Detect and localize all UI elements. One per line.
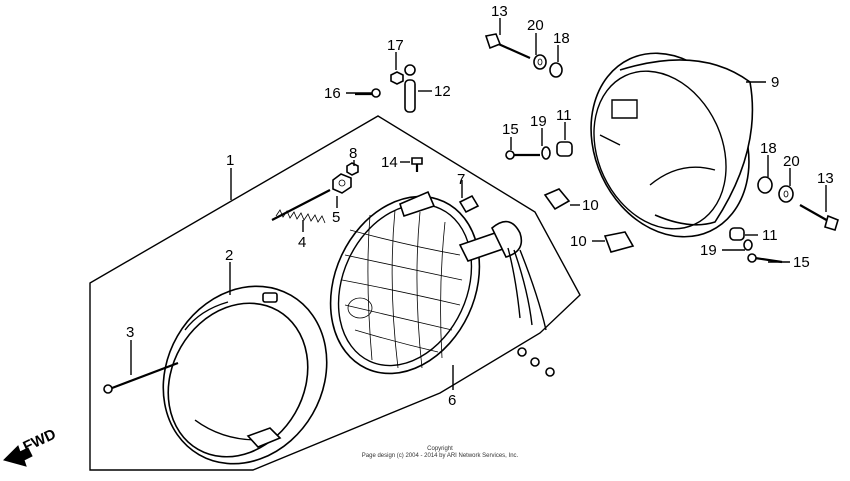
grommet-11-mid: [556, 141, 573, 157]
callout-19-b: 19: [700, 242, 717, 259]
grommet-11-right: [729, 227, 745, 241]
forward-direction-indicator: FWD: [3, 426, 59, 467]
callout-10-a: 10: [582, 197, 599, 214]
wire-clip: [458, 194, 480, 214]
callout-10-b: 10: [570, 233, 587, 250]
callout-11-b: 11: [762, 227, 778, 244]
sealed-beam-unit: [329, 190, 555, 377]
headlight-rim: [162, 285, 328, 465]
collar-pipe: [404, 64, 416, 113]
callout-5: 5: [332, 209, 340, 226]
callout-11-a: 11: [556, 107, 572, 124]
callout-8: 8: [349, 145, 357, 162]
callout-16: 16: [324, 85, 341, 102]
washer-20-top: [533, 54, 547, 70]
callout-18-a: 18: [553, 30, 570, 47]
callout-15-a: 15: [502, 121, 519, 138]
leader-lines: [130, 18, 827, 390]
copyright-line-2: Page design (c) 2004 - 2014 by ARI Netwo…: [361, 453, 519, 459]
nut-18-top: [549, 62, 563, 78]
bolt-15-right: [747, 253, 783, 264]
callout-1: 1: [226, 152, 234, 169]
headlight-case: [590, 52, 754, 238]
bolt-13-top: [484, 33, 531, 60]
callout-3: 3: [126, 324, 134, 341]
washer-19-right: [743, 239, 753, 251]
callout-18-b: 18: [760, 140, 777, 157]
bolt-15-mid: [505, 150, 540, 160]
callout-12: 12: [434, 83, 451, 100]
rim-screw: [103, 361, 179, 394]
callout-13-b: 13: [817, 170, 834, 187]
washer-17: [390, 71, 404, 85]
adjusting-spring: [271, 189, 331, 224]
washer-20-right: [778, 185, 794, 203]
callout-13-a: 13: [491, 3, 508, 20]
callout-4: 4: [298, 234, 306, 251]
bolt-13-right: [799, 204, 839, 231]
fwd-label: FWD: [21, 426, 59, 456]
assembly-outline: [89, 115, 581, 471]
forward-arrow-icon: [3, 445, 33, 467]
callout-15-b: 15: [793, 254, 810, 271]
callout-labels: 1 2 3 4 5 6 7 8 9 10 10 11 11 12 13 13 1…: [126, 3, 834, 409]
small-bolt: [411, 157, 423, 172]
washer-19-mid: [541, 146, 551, 160]
callout-19-a: 19: [530, 113, 547, 130]
callout-7: 7: [457, 171, 465, 188]
callout-17: 17: [387, 37, 404, 54]
callout-9: 9: [771, 74, 779, 91]
callout-6: 6: [448, 392, 456, 409]
callout-20-b: 20: [783, 153, 800, 170]
adjusting-nut: [332, 173, 352, 194]
callout-14: 14: [381, 154, 398, 171]
bracket-10-b: [603, 231, 635, 253]
nut-cap: [346, 162, 359, 176]
bracket-10-a: [543, 188, 571, 211]
copyright-line-1: Copyright: [427, 446, 453, 452]
callout-2: 2: [225, 247, 233, 264]
callout-20-a: 20: [527, 17, 544, 34]
nut-18-right: [757, 176, 773, 194]
